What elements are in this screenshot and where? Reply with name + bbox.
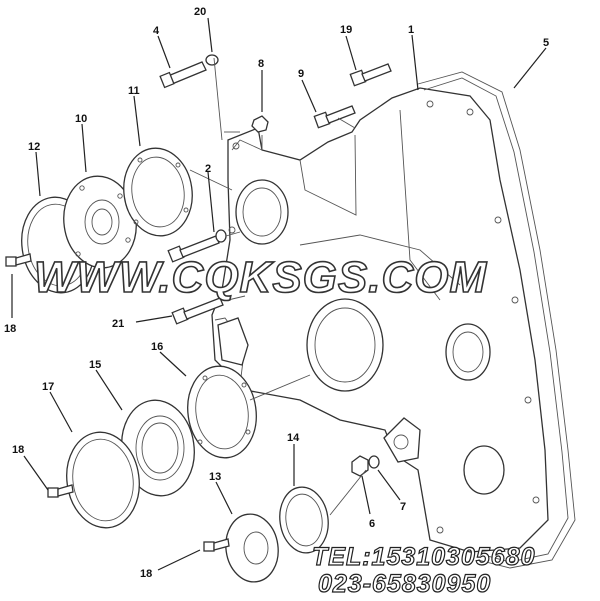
callout-14: 14 xyxy=(287,432,300,444)
callout-18-lower: 18 xyxy=(140,568,152,580)
watermark-site: WWW.CQKSGS.COM xyxy=(34,253,487,302)
watermark-tel: TEL:15310305680 xyxy=(312,543,535,571)
callout-1: 1 xyxy=(408,24,414,36)
callout-20: 20 xyxy=(194,6,206,18)
callout-4: 4 xyxy=(153,25,160,37)
callout-7: 7 xyxy=(400,501,406,513)
gasket-16 xyxy=(187,365,257,459)
housing-gasket xyxy=(417,71,576,569)
callout-8: 8 xyxy=(258,58,264,70)
callout-11: 11 xyxy=(128,85,140,97)
callout-5: 5 xyxy=(543,37,549,49)
callout-12: 12 xyxy=(28,141,40,153)
callout-21: 21 xyxy=(112,318,124,330)
callout-16: 16 xyxy=(151,341,163,353)
gear-housing xyxy=(211,87,549,553)
gasket-11 xyxy=(123,147,193,237)
callout-13: 13 xyxy=(209,471,221,483)
plate-15 xyxy=(121,399,195,497)
callout-2: 2 xyxy=(205,163,211,175)
callout-19: 19 xyxy=(340,24,352,36)
fasteners xyxy=(5,54,392,552)
leader-lines xyxy=(11,17,547,571)
gasket-14 xyxy=(279,486,329,554)
callout-17: 17 xyxy=(42,381,54,393)
callout-labels: 1 2 4 5 6 7 8 9 10 11 12 13 14 15 16 17 … xyxy=(4,6,549,580)
callout-6: 6 xyxy=(369,518,375,530)
callout-18-middle: 18 xyxy=(12,444,24,456)
watermark-phone: 023-65830950 xyxy=(318,570,491,598)
small-cover-13 xyxy=(225,513,279,583)
assembly-lines xyxy=(189,57,367,516)
gasket-17 xyxy=(66,431,140,529)
callout-18-upper: 18 xyxy=(4,323,16,335)
callout-15: 15 xyxy=(89,359,101,371)
callout-9: 9 xyxy=(298,68,304,80)
callout-10: 10 xyxy=(75,113,87,125)
